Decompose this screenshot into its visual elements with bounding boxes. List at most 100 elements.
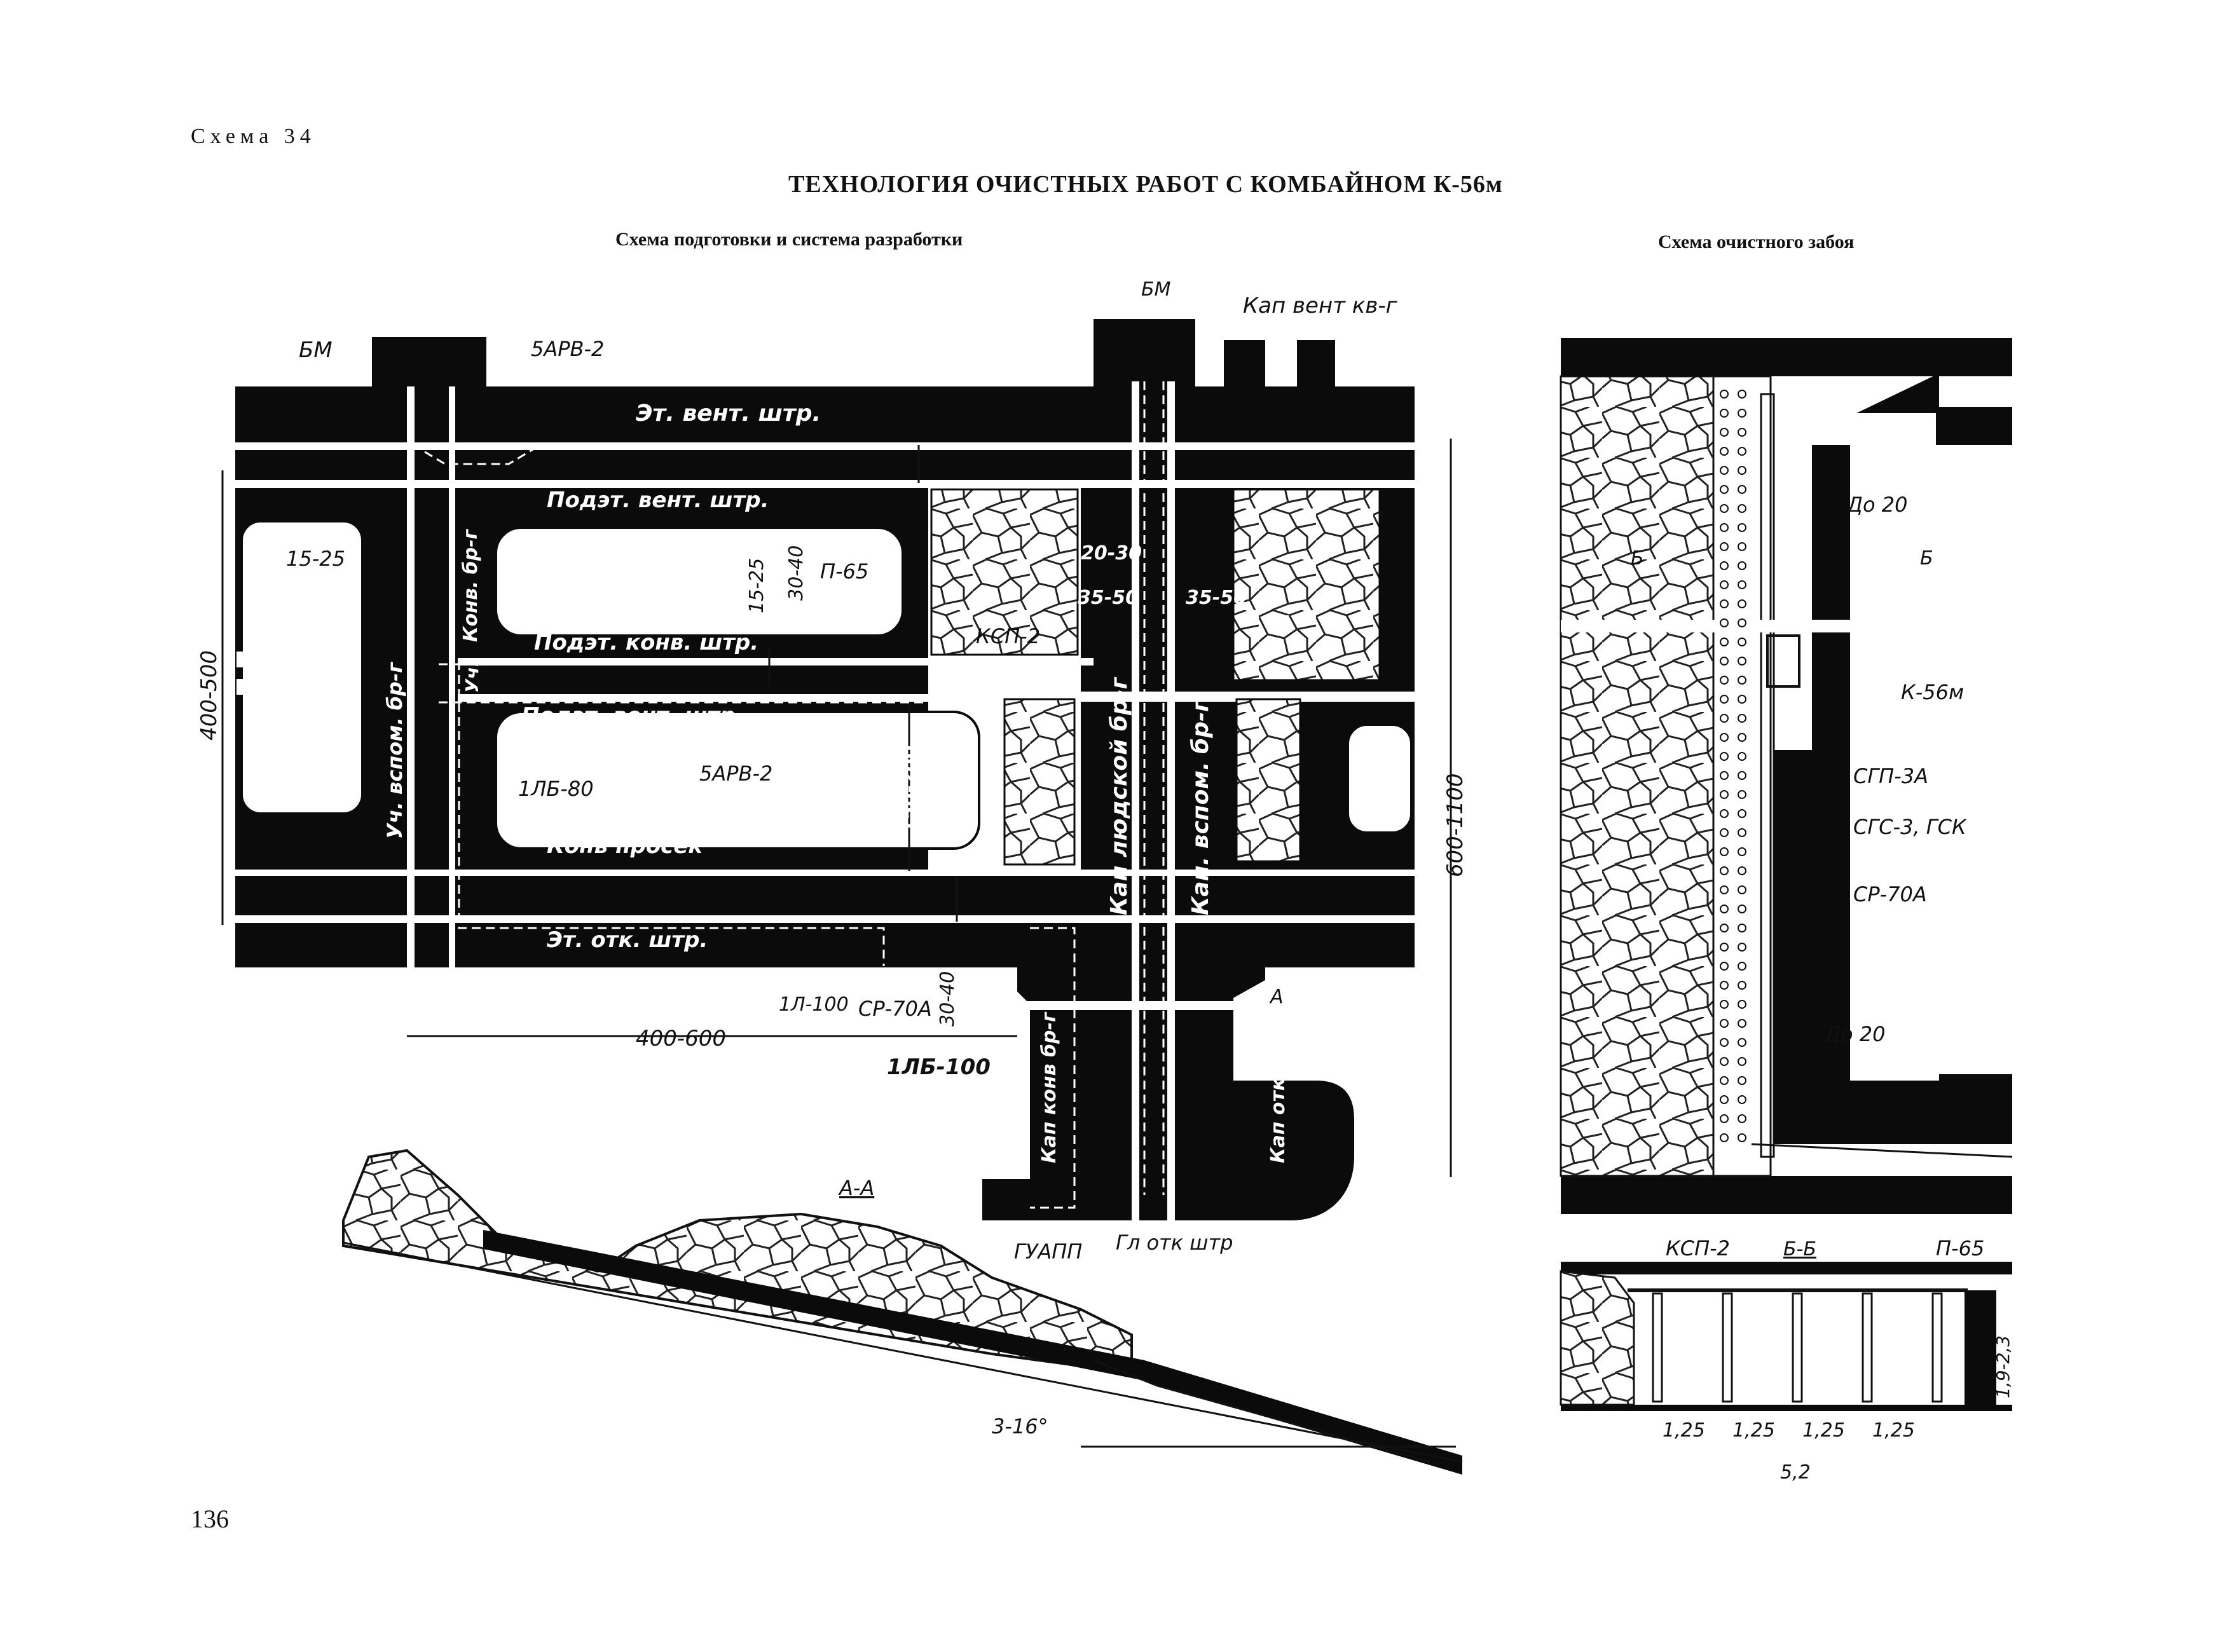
- label-uch-vspom: Уч. вспом. бр-г: [383, 662, 407, 839]
- face-support-mark: [1720, 504, 1729, 513]
- dim-30-40-bottom: 30-40: [936, 971, 959, 1027]
- face-support-mark: [1738, 466, 1746, 475]
- section-aa-title: А-А: [838, 1176, 874, 1200]
- face-support-mark: [1720, 981, 1729, 990]
- face-sgp3a: СГП-3А: [1853, 764, 1928, 788]
- face-p65: П-65: [1936, 1236, 1984, 1260]
- label-podet-vent-2: Подэт. вент. штр.: [521, 703, 743, 728]
- label-kap-otk: Кап отк кв-г: [1267, 1027, 1289, 1163]
- label-section-a-bottom: А: [1269, 986, 1284, 1008]
- face-support-mark: [1720, 771, 1729, 780]
- label-ksp2: КСП-2: [976, 624, 1040, 648]
- bb-props: [1652, 1292, 1943, 1403]
- face-k56m: К-56м: [1901, 680, 1964, 704]
- face-support-mark: [1720, 885, 1729, 894]
- face-support-mark: [1738, 1000, 1746, 1009]
- label-sr70a-plan: СР-70А: [858, 997, 932, 1021]
- label-et-otk: Эт. отк. штр.: [547, 927, 708, 953]
- face-support-mark: [1738, 523, 1746, 532]
- bb-prop-4: [1862, 1292, 1873, 1403]
- face-support-mark: [1720, 580, 1729, 589]
- label-podet-konv: Подэт. конв. штр.: [534, 630, 758, 655]
- plan-stubs: [237, 652, 275, 695]
- face-support-mark: [1720, 618, 1729, 627]
- face-support-mark: [1738, 638, 1746, 646]
- face-support-mark: [1738, 828, 1746, 837]
- label-bm-left: БМ: [299, 338, 333, 363]
- label-l100: 1Л-100: [779, 993, 849, 1016]
- face-support-mark: [1720, 1114, 1729, 1123]
- face-support-mark: [1720, 905, 1729, 913]
- schema-number: Схема 34: [191, 125, 316, 148]
- face-support-mark: [1720, 657, 1729, 666]
- face-support-mark: [1738, 676, 1746, 685]
- dim-15-25-v: 15-25: [746, 558, 768, 613]
- face-support-mark: [1738, 790, 1746, 799]
- label-podet-vent-1: Подэт. вент. штр.: [547, 488, 769, 513]
- face-support-mark: [1720, 752, 1729, 761]
- face-support-mark: [1720, 828, 1729, 837]
- dim-15-25-h: 15-25: [286, 547, 345, 571]
- dim-400-500: 400-500: [196, 650, 222, 741]
- face-support-mark: [1720, 561, 1729, 570]
- face-support-mark: [1738, 962, 1746, 971]
- plan-drifts: [235, 381, 1415, 1220]
- label-et-vent: Эт. вент. штр.: [636, 400, 821, 427]
- face-support-mark: [1738, 542, 1746, 551]
- face-support-mark: [1720, 962, 1729, 971]
- face-support-mark: [1720, 809, 1729, 818]
- face-support-mark: [1738, 1038, 1746, 1047]
- face-support-mark: [1738, 924, 1746, 932]
- bb-spacing-3: 1,25: [1802, 1419, 1845, 1442]
- label-konv-prosek: Конв просек: [547, 833, 703, 859]
- face-support-mark: [1738, 1114, 1746, 1123]
- section-aa-angle: 3-16°: [992, 1414, 1048, 1438]
- label-lb100: 1ЛБ-100: [887, 1055, 991, 1080]
- face-support-mark: [1738, 657, 1746, 666]
- face-support-mark: [1738, 809, 1746, 818]
- dim-35-50-r: 35-50: [1186, 587, 1247, 609]
- bb-prop-2: [1722, 1292, 1733, 1403]
- plan-caved-zones: [930, 488, 1381, 866]
- face-sr70a: СР-70А: [1853, 882, 1927, 906]
- face-support-mark: [1738, 618, 1746, 627]
- face-support-mark: [1720, 599, 1729, 608]
- dim-400-600: 400-600: [636, 1026, 726, 1051]
- section-aa: [342, 1149, 1463, 1475]
- face-support-mark: [1738, 1095, 1746, 1104]
- face-support-mark: [1720, 1019, 1729, 1028]
- label-uch: Уч.: [462, 660, 483, 693]
- face-support-mark: [1738, 390, 1746, 399]
- bb-height: 1,9-2,3: [1992, 1335, 2013, 1398]
- face-support-mark: [1720, 790, 1729, 799]
- bb-spacing-4: 1,25: [1872, 1419, 1915, 1442]
- face-support-mark: [1720, 1095, 1729, 1104]
- face-support-mark: [1738, 943, 1746, 952]
- face-support-mark: [1720, 733, 1729, 742]
- label-gl-otk: Гл отк штр: [1116, 1231, 1233, 1255]
- label-kap-vent: Кап вент кв-г: [1243, 293, 1398, 318]
- face-support-mark: [1720, 866, 1729, 875]
- face-support-mark: [1738, 1076, 1746, 1085]
- face-support-mark: [1738, 714, 1746, 723]
- bb-prop-1: [1652, 1292, 1663, 1403]
- face-support-mark: [1720, 943, 1729, 952]
- face-support-mark: [1738, 866, 1746, 875]
- face-support-mark: [1738, 409, 1746, 418]
- label-kap-vspom: Кап. вспом. бр-г: [1188, 699, 1214, 915]
- dim-35-50-l: 35-50: [1078, 587, 1139, 609]
- bb-spacing-1: 1,25: [1663, 1419, 1705, 1442]
- face-b-right: Б: [1920, 547, 1933, 570]
- plan-conveyor-routes: [315, 381, 1165, 1209]
- dim-30-40-top: 30-40: [785, 545, 807, 601]
- section-bb-title: Б-Б: [1783, 1238, 1816, 1260]
- label-konv-brg: Конв. бр-г: [460, 528, 482, 642]
- face-support-mark: [1738, 1133, 1746, 1142]
- label-kap-konv: Кап конв бр-г: [1038, 1011, 1060, 1163]
- face-support-mark: [1720, 409, 1729, 418]
- label-lb80: 1ЛБ-80: [518, 777, 594, 801]
- face-support-mark: [1738, 561, 1746, 570]
- section-bb: [1560, 1262, 2012, 1411]
- face-support-mark: [1738, 905, 1746, 913]
